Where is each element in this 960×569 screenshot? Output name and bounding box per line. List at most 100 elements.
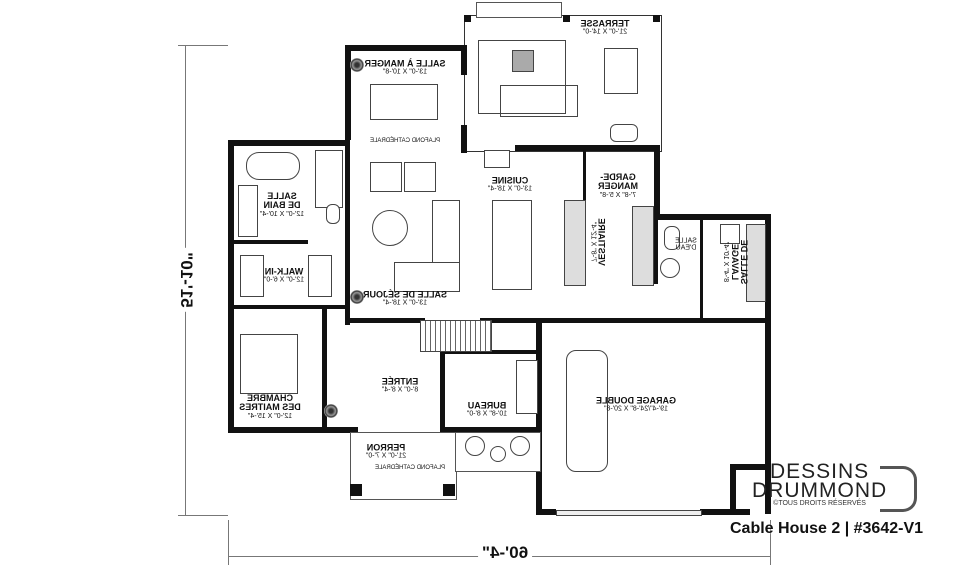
width-dimension-tick-right <box>770 520 771 565</box>
shower <box>315 150 343 208</box>
wall <box>345 45 351 140</box>
room-dims: 12'-0" X 6'-0" <box>263 277 305 285</box>
wall <box>700 509 750 515</box>
plant-icon <box>324 404 338 418</box>
room-dims: 12'-0" X 15'-4" <box>247 412 293 420</box>
brand-line2: DRUMMOND <box>752 479 888 502</box>
room-dims: 12'-0" X 10'-4" <box>259 210 305 218</box>
sink <box>660 258 680 278</box>
room-name: WALK-IN <box>264 266 304 277</box>
terrace-dining-table <box>604 48 638 94</box>
room-dims: 8'-0" X 8'-4" <box>381 387 419 395</box>
kitchen-sink <box>484 150 510 168</box>
wall <box>654 214 770 220</box>
car <box>566 350 608 472</box>
vestiaire-bench <box>564 200 586 286</box>
wall <box>700 214 703 319</box>
toilet <box>326 204 340 224</box>
room-name: BUREAU <box>467 400 507 411</box>
room-dims: 7'-8" X 12'-4" <box>588 221 596 263</box>
wall <box>730 464 771 470</box>
room-name: DE BAIN <box>263 200 301 211</box>
perron-post <box>443 484 455 496</box>
porch-table <box>490 446 506 462</box>
room-name: LAVAGE <box>729 243 740 281</box>
wall <box>322 309 327 429</box>
room-name: DES MAITRES <box>239 402 301 413</box>
wall <box>744 509 750 515</box>
room-name: GARAGE DOUBLE <box>595 395 677 406</box>
washer <box>720 224 740 244</box>
room-name: SALLE DE SÉJOUR <box>362 289 448 300</box>
depth-dimension-label: 51'-10" <box>176 248 196 312</box>
wall <box>345 140 350 325</box>
porch-chair <box>510 436 530 456</box>
room-name: D'EAU <box>675 245 697 252</box>
room-dims: 21'-0" X 7'-0" <box>365 453 407 461</box>
kitchen-island <box>492 200 532 290</box>
wall <box>228 427 358 433</box>
wall <box>440 350 445 430</box>
room-name: VESTIAIRE <box>596 218 607 266</box>
terrace-post <box>563 15 570 22</box>
room-dims: 10'-8" X 8'-0" <box>466 411 508 419</box>
coffee-table <box>372 210 408 246</box>
room-dims: 19'-4"/24'-8" X 20'-8" <box>604 406 669 414</box>
wall <box>228 140 234 432</box>
room-dims: 13'-0" X 18'-4" <box>382 300 428 308</box>
plan-id: Cable House 2 | #3642-V1 <box>730 520 924 537</box>
wall <box>515 145 660 151</box>
brand-line1: DESSINS <box>769 460 870 483</box>
perron-post <box>350 484 362 496</box>
armchair <box>404 162 436 192</box>
terrace-fire-table <box>512 50 534 72</box>
terrace-rug <box>478 40 566 114</box>
wall <box>228 305 348 309</box>
wall <box>461 45 467 75</box>
depth-dimension-tick-bottom <box>178 515 228 516</box>
bathtub <box>246 152 300 180</box>
walk-in-shelf <box>240 255 264 297</box>
dining-table <box>370 84 438 120</box>
wall <box>583 145 586 205</box>
wall <box>345 318 425 323</box>
toilet <box>664 226 680 250</box>
terrace-bench <box>610 124 638 142</box>
room-name: SALLE DE <box>739 239 750 285</box>
wall <box>345 45 467 51</box>
terrace-post <box>464 15 471 22</box>
room-name: CUISINE <box>491 175 529 186</box>
wall <box>228 140 350 146</box>
ceiling-note-top: PLAFOND CATHÉDRALE <box>370 138 440 144</box>
wall <box>440 350 540 354</box>
bed <box>240 334 298 394</box>
garage-door <box>556 510 702 516</box>
room-dims: 21'-0" X 14'-0" <box>582 29 628 37</box>
porch-chair <box>465 436 485 456</box>
plant-icon <box>350 290 364 304</box>
vestiaire-bench <box>632 206 654 286</box>
room-name: SALLE À MANGER <box>364 58 446 69</box>
room-dims: 8'-4" X 10'-4" <box>722 241 730 283</box>
brand-watermark: DESSINS DRUMMOND ©TOUS DROITS RÉSERVÉS <box>752 460 888 507</box>
wall <box>440 427 540 433</box>
brand-copyright: ©TOUS DROITS RÉSERVÉS <box>773 500 866 507</box>
armchair <box>370 162 402 192</box>
room-dims: 13'-0" X 18'-4" <box>487 186 533 194</box>
terrace-step <box>476 2 562 18</box>
vanity <box>238 185 258 237</box>
